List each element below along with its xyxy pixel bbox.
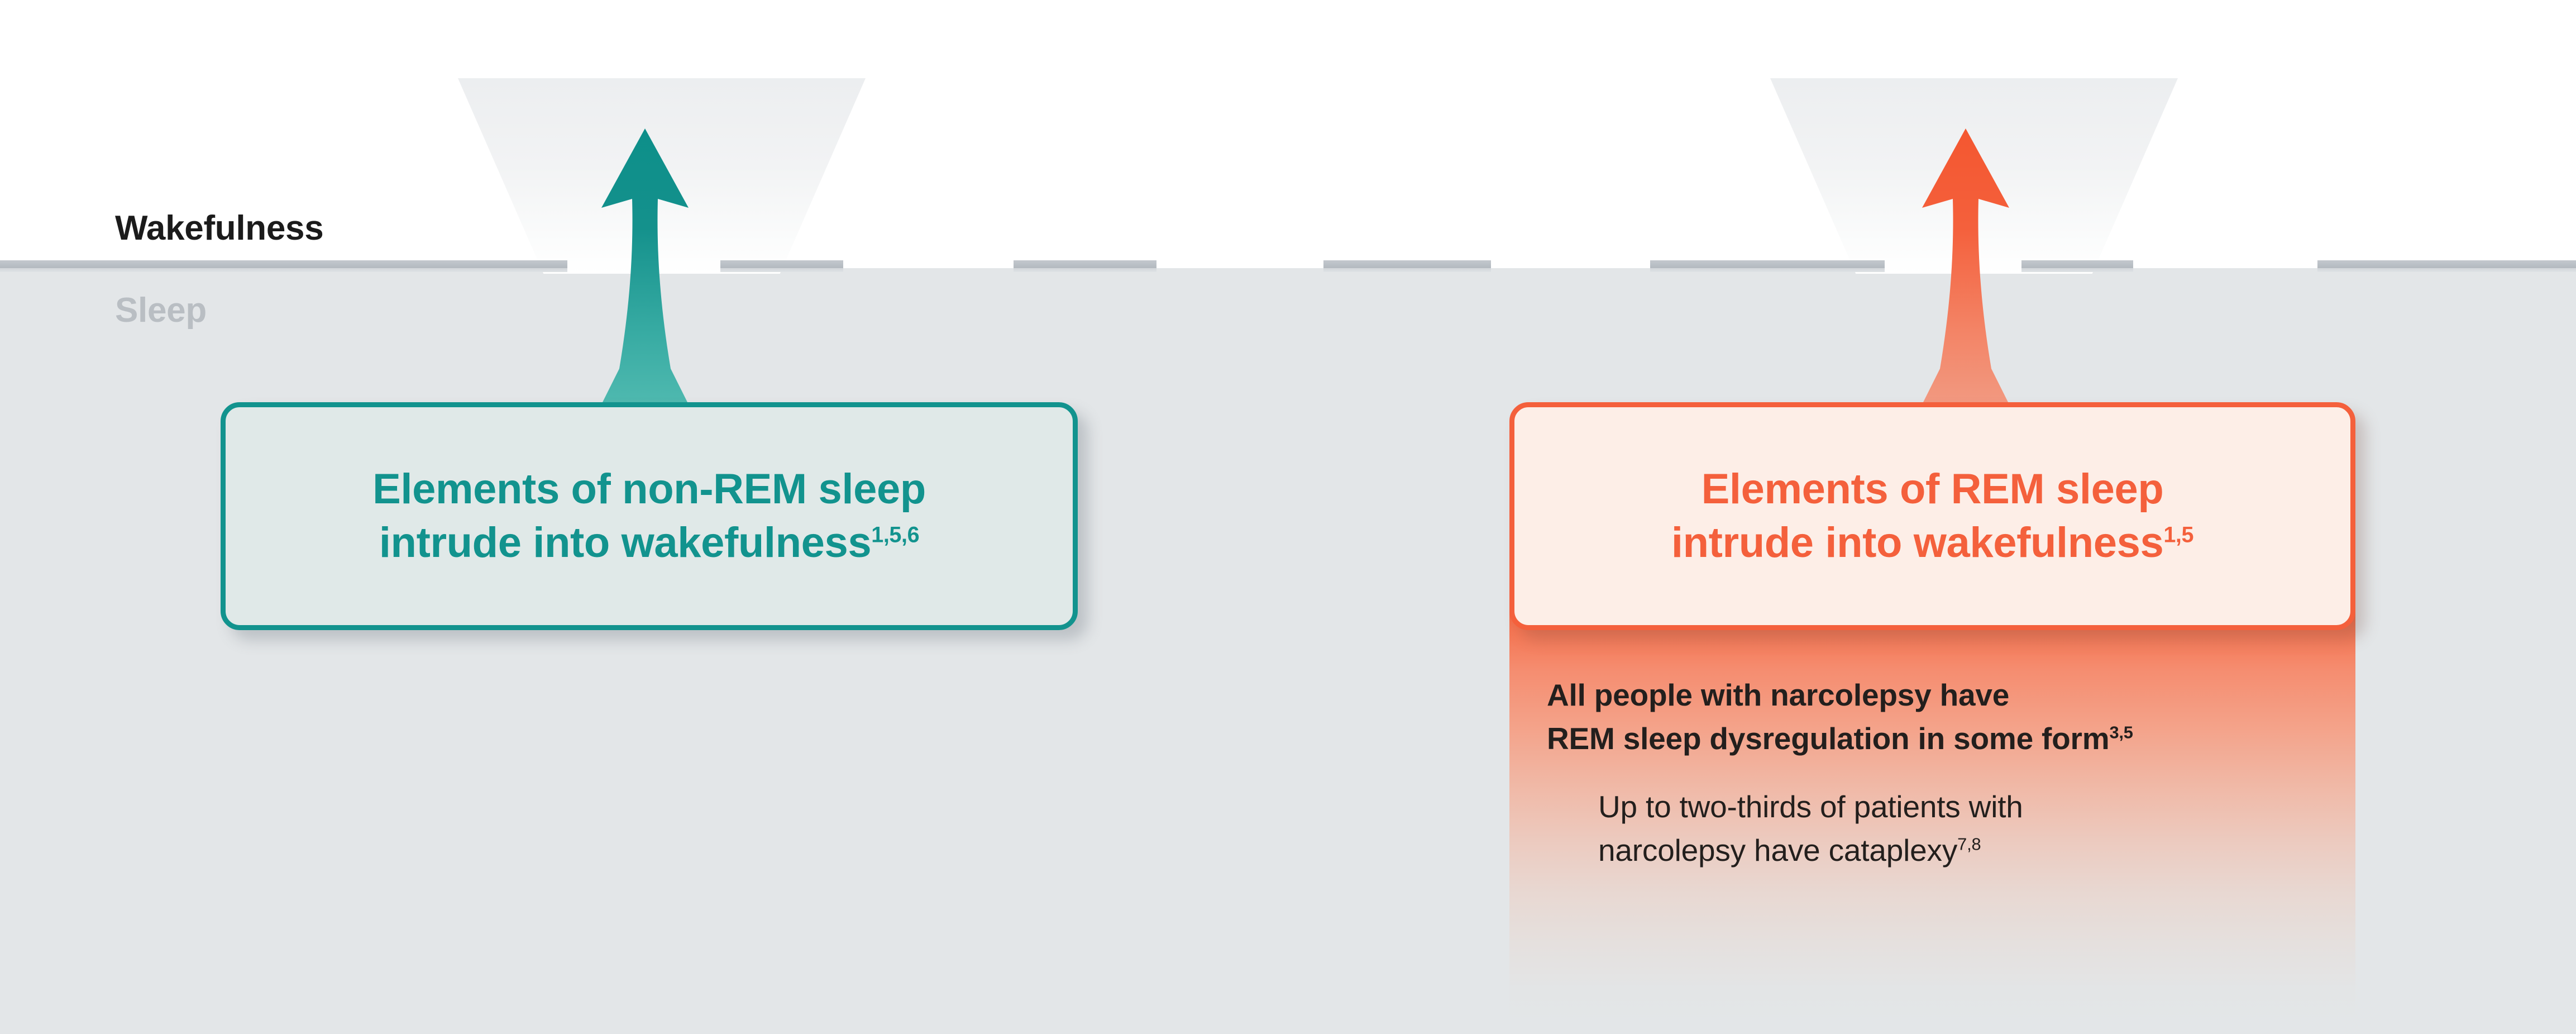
- non-rem-callout-text: Elements of non-REM sleep intrude into w…: [350, 463, 948, 570]
- rem-detail-subtext-line2: narcolepsy have cataplexy: [1598, 833, 1958, 868]
- boundary-dash-6: [2317, 260, 2576, 272]
- rem-detail-headline: All people with narcolepsy have REM slee…: [1547, 673, 2357, 760]
- rem-callout-line2: intrude into wakefulness: [1671, 519, 2164, 566]
- boundary-dash-2: [1014, 260, 1156, 272]
- rem-callout-box[interactable]: Elements of REM sleep intrude into wakef…: [1509, 402, 2355, 630]
- non-rem-intrusion-arrow: [561, 128, 729, 413]
- rem-callout-line1: Elements of REM sleep: [1701, 465, 2164, 513]
- sleep-label: Sleep: [115, 291, 207, 330]
- rem-detail-headline-superscript: 3,5: [2109, 722, 2133, 742]
- non-rem-callout-line1: Elements of non-REM sleep: [372, 465, 926, 513]
- rem-detail-text-block: All people with narcolepsy have REM slee…: [1547, 673, 2357, 872]
- boundary-dash-4: [1650, 260, 1885, 272]
- boundary-dash-3: [1323, 260, 1491, 272]
- rem-detail-headline-line1: All people with narcolepsy have: [1547, 678, 2010, 712]
- non-rem-callout-superscript: 1,5,6: [871, 522, 920, 547]
- boundary-dash-0: [0, 260, 567, 272]
- rem-detail-gradient-panel: [1509, 603, 2355, 1034]
- rem-detail-headline-line2: REM sleep dysregulation in some form: [1547, 721, 2110, 756]
- boundary-dash-1: [720, 260, 843, 272]
- rem-callout-superscript: 1,5: [2163, 522, 2194, 547]
- wakefulness-label: Wakefulness: [115, 209, 324, 247]
- rem-detail-subtext-line1: Up to two-thirds of patients with: [1598, 789, 2023, 825]
- rem-detail-subtext: Up to two-thirds of patients with narcol…: [1598, 785, 2357, 872]
- rem-intrusion-arrow: [1882, 128, 2049, 413]
- rem-callout-text: Elements of REM sleep intrude into wakef…: [1649, 463, 2216, 570]
- non-rem-callout-box[interactable]: Elements of non-REM sleep intrude into w…: [221, 402, 1078, 630]
- rem-detail-subtext-superscript: 7,8: [1957, 834, 1981, 854]
- non-rem-callout-line2: intrude into wakefulness: [379, 519, 872, 566]
